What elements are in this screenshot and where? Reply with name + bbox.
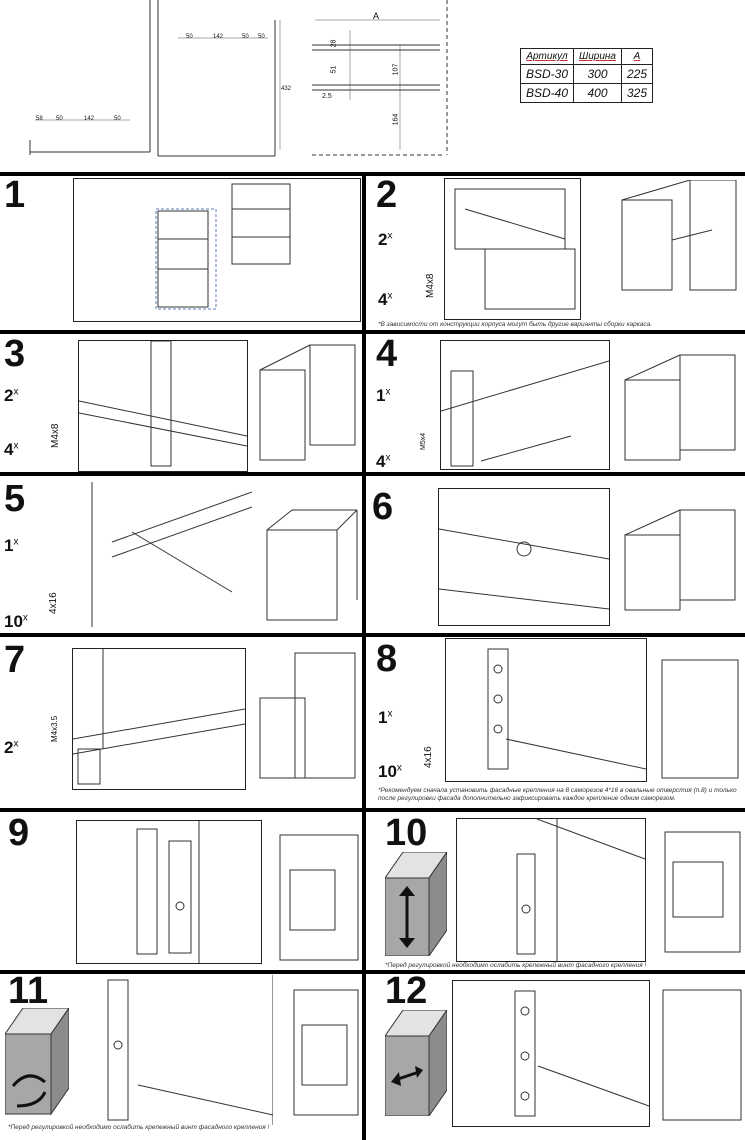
- step-number-11: 11: [8, 970, 49, 1012]
- step-3-illustration: [78, 340, 248, 472]
- spec-cell: BSD-30: [519, 64, 575, 84]
- dim-mid-142: 142: [213, 34, 224, 40]
- step-10-drawer-illustration: [655, 822, 742, 962]
- step-9-drawer-illustration: [270, 820, 360, 965]
- step-7-illustration: [72, 648, 246, 790]
- step-3-frame-illustration: [255, 340, 360, 468]
- spec-table: Артикул Ширина A BSD-30 300 225 BSD-40 4…: [519, 48, 654, 103]
- spec-cell: 400: [573, 83, 622, 103]
- dim-A: A: [373, 11, 380, 21]
- step-7-screw-size: M4x3.5: [50, 715, 59, 742]
- step-6-illustration: [438, 488, 610, 626]
- divider-row-1: [0, 172, 745, 176]
- step-7-frame-illustration: [255, 648, 360, 788]
- step-4-qty-1: 1x: [376, 386, 391, 405]
- spec-header-row: Артикул Ширина A: [519, 48, 654, 65]
- step-8-qty-1: 1x: [378, 708, 393, 727]
- divider-row-5: [0, 808, 745, 812]
- step-12-cube-horizontal-icon: [384, 1008, 448, 1118]
- divider-column: [362, 172, 366, 1140]
- step-3-screw-size: M4x8: [50, 423, 61, 448]
- step-number-6: 6: [372, 486, 394, 528]
- spec-row: BSD-30 300 225: [519, 64, 654, 84]
- step-11-cube-rotate-icon: [4, 1006, 70, 1116]
- dim-left-58: 58: [36, 116, 43, 122]
- spec-col-article: Артикул: [519, 48, 575, 65]
- step-number-4: 4: [376, 333, 398, 375]
- step-6-frame-illustration: [620, 495, 740, 620]
- step-2-qty-2: 4x: [378, 290, 393, 309]
- dim-164: 164: [392, 113, 400, 126]
- step-8-illustration: [445, 638, 647, 782]
- dim-432: 432: [281, 86, 292, 92]
- step-10-note: *Перед регулировкой необходимо ослабить …: [385, 962, 647, 969]
- step-12-illustration: [452, 980, 650, 1127]
- spec-cell: 325: [620, 83, 654, 103]
- step-number-9: 9: [8, 812, 30, 854]
- step-5-qty-2: 10x: [4, 612, 28, 631]
- step-12-door-illustration: [655, 980, 742, 1125]
- spec-col-width: Ширина: [573, 48, 622, 65]
- dim-28: 28: [330, 39, 338, 48]
- step-11-note: *Перед регулировкой необходимо ослабить …: [8, 1124, 270, 1131]
- step-2-frame-illustration: [612, 179, 742, 310]
- step-8-screw-size: 4x16: [423, 746, 434, 768]
- step-2-note: *В зависимости от конструкции корпуса мо…: [378, 321, 653, 328]
- step-11-illustration: [78, 975, 274, 1125]
- step-1-illustration: [73, 178, 361, 322]
- top-dimension-drawings: [29, 0, 448, 157]
- spec-cell: BSD-40: [519, 83, 575, 103]
- step-5-illustration: [72, 482, 253, 627]
- step-5-cabinet-illustration: [262, 505, 360, 625]
- step-7-qty-1: 2x: [4, 738, 19, 757]
- spec-cell: 225: [620, 64, 654, 84]
- step-number-7: 7: [4, 639, 26, 681]
- step-8-qty-2: 10x: [378, 762, 402, 781]
- step-2-qty-1: 2x: [378, 230, 393, 249]
- divider-row-4: [0, 633, 745, 637]
- step-number-5: 5: [4, 478, 26, 520]
- step-5-screw-size: 4x16: [48, 592, 59, 614]
- divider-row-2: [0, 330, 745, 334]
- step-5-qty-1: 1x: [4, 536, 19, 555]
- dim-107: 107: [392, 63, 400, 76]
- step-10-cube-vertical-icon: [384, 850, 448, 958]
- step-4-qty-2: 4x: [376, 452, 391, 471]
- divider-row-3: [0, 472, 745, 476]
- step-number-3: 3: [4, 333, 26, 375]
- step-3-qty-2: 4x: [4, 440, 19, 459]
- top-drawings: 58 50 142 50 50 142 50 50 432 A 28 51 10…: [0, 0, 745, 170]
- step-number-2: 2: [376, 174, 398, 216]
- step-4-frame-illustration: [620, 345, 740, 467]
- divider-row-6: [0, 970, 745, 974]
- step-number-8: 8: [376, 638, 398, 680]
- step-2-illustration: [444, 178, 581, 320]
- dim-51: 51: [330, 65, 338, 74]
- step-4-illustration: [440, 340, 610, 470]
- dim-mid-50b: 50: [242, 34, 249, 40]
- dim-left-50a: 50: [56, 116, 63, 122]
- dim-2-5: 2.5: [322, 93, 332, 100]
- step-9-illustration: [76, 820, 262, 964]
- dim-mid-50a: 50: [186, 34, 193, 40]
- step-8-note: *Рекомендуем сначала установить фасадные…: [378, 787, 737, 802]
- step-10-illustration: [456, 818, 646, 962]
- dim-left-50b: 50: [114, 116, 121, 122]
- step-number-12: 12: [385, 970, 428, 1012]
- step-8-door-illustration: [650, 640, 742, 782]
- step-number-10: 10: [385, 812, 428, 854]
- step-4-screw-size: M5x4: [420, 432, 427, 450]
- step-number-1: 1: [4, 174, 26, 216]
- step-3-qty-1: 2x: [4, 386, 19, 405]
- dim-mid-50c: 50: [258, 34, 265, 40]
- dim-left-142: 142: [84, 116, 95, 122]
- step-2-screw-size: M4x8: [425, 273, 436, 298]
- spec-row: BSD-40 400 325: [519, 83, 654, 103]
- spec-cell: 300: [573, 64, 622, 84]
- spec-col-a: A: [620, 48, 654, 65]
- step-11-drawer-illustration: [284, 975, 360, 1120]
